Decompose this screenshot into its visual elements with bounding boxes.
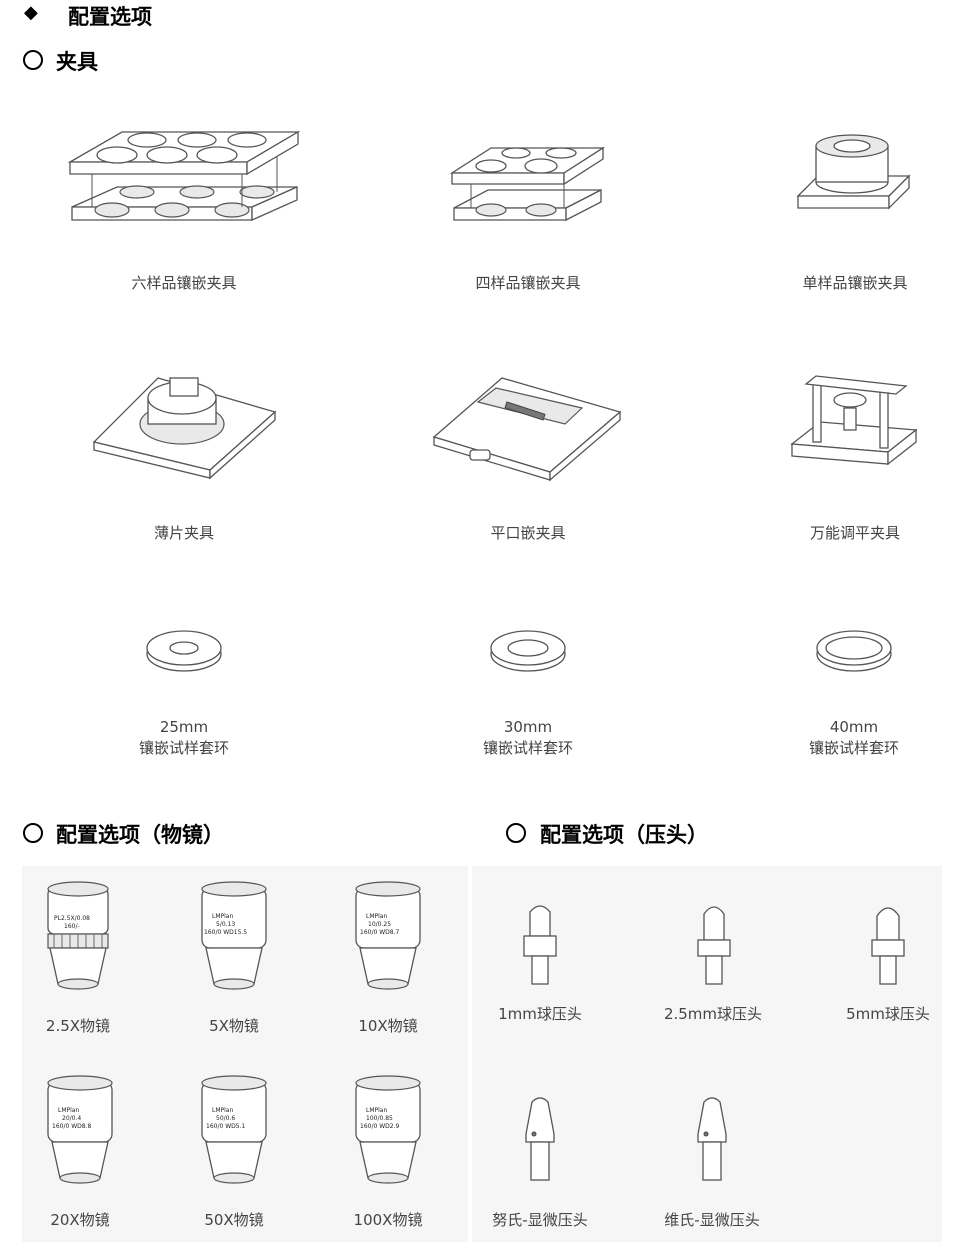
six-sample-fixture-image (67, 130, 301, 222)
objective-100x-image: LMPlan 100/0.85 160/0 WD2.9 (355, 1075, 421, 1184)
objectives-section-title: 配置选项（物镜） (56, 822, 224, 847)
lens-text: 160/0 WD2.9 (360, 1123, 399, 1130)
indenters-section-title: 配置选项（压头） (540, 822, 708, 847)
fixture-label: 薄片夹具 (153, 524, 214, 542)
thin-section-fixture-image (92, 377, 277, 480)
objective-50x-image: LMPlan 50/0.6 160/0 WD5.1 (201, 1075, 267, 1184)
objective-20x-image: LMPlan 20/0.4 160/0 WD8.8 (47, 1075, 113, 1184)
fixture-label: 万能调平夹具 (809, 524, 900, 542)
ring-label: 镶嵌试样套环 (482, 739, 573, 757)
fixture-label: 单样品镶嵌夹具 (802, 274, 908, 292)
lens-text: 5/0.13 (216, 921, 235, 928)
lens-text: PL2.5X/0.08 (54, 915, 90, 922)
indenter-label: 维氏-显微压头 (664, 1211, 760, 1229)
lens-text: 160/0 WD15.5 (204, 929, 247, 936)
lens-text: LMPlan (366, 913, 387, 920)
objective-label: 100X物镜 (353, 1211, 423, 1229)
lens-text: 160/0 WD5.1 (206, 1123, 245, 1130)
lens-text: 160/- (64, 923, 80, 930)
lens-text: 50/0.6 (216, 1115, 235, 1122)
objective-2-5x-image: PL2.5X/0.08 160/- (47, 881, 109, 990)
lens-text: LMPlan (212, 913, 233, 920)
ring-30mm-image (490, 630, 566, 672)
lens-text: 160/0 WD8.8 (52, 1123, 91, 1130)
lens-text: 10/0.25 (368, 921, 391, 928)
single-sample-fixture-image (796, 134, 911, 210)
circle-icon (23, 823, 43, 843)
indenter-label: 2.5mm球压头 (663, 1005, 763, 1023)
indenter-label: 5mm球压头 (846, 1005, 930, 1023)
ring-size: 30mm (503, 718, 553, 736)
objective-label: 20X物镜 (50, 1211, 110, 1229)
ball-indenter-5mm-image (871, 907, 905, 985)
fixture-label: 四样品镶嵌夹具 (475, 274, 581, 292)
flat-vise-fixture-image (432, 377, 622, 482)
objective-5x-image: LMPlan 5/0.13 160/0 WD15.5 (201, 881, 267, 990)
objective-label: 50X物镜 (204, 1211, 264, 1229)
lens-text: LMPlan (58, 1107, 79, 1114)
fixture-label: 平口嵌夹具 (490, 524, 566, 542)
lens-text: LMPlan (212, 1107, 233, 1114)
ring-label: 镶嵌试样套环 (138, 739, 229, 757)
diamond-icon: ◆ (24, 2, 38, 23)
indenter-label: 1mm球压头 (498, 1005, 582, 1023)
lens-text: 100/0.85 (366, 1115, 393, 1122)
objective-label: 2.5X物镜 (45, 1017, 111, 1035)
ring-label: 镶嵌试样套环 (808, 739, 899, 757)
lens-text: 160/0 WD8.7 (360, 929, 399, 936)
knoop-indenter-image (525, 1097, 555, 1181)
objective-label: 10X物镜 (358, 1017, 418, 1035)
objective-label: 5X物镜 (209, 1017, 259, 1035)
fixtures-section-title: 夹具 (56, 49, 98, 74)
objective-10x-image: LMPlan 10/0.25 160/0 WD8.7 (355, 881, 421, 990)
indenter-label: 努氏-显微压头 (492, 1211, 588, 1229)
circle-icon (23, 50, 43, 70)
vickers-indenter-image (697, 1097, 727, 1181)
lens-text: 20/0.4 (62, 1115, 81, 1122)
ring-40mm-image (816, 630, 892, 672)
ball-indenter-2-5mm-image (697, 906, 731, 985)
four-sample-fixture-image (449, 146, 606, 222)
circle-icon (506, 823, 526, 843)
universal-leveling-fixture-image (790, 375, 918, 466)
ring-size: 25mm (159, 718, 209, 736)
ball-indenter-1mm-image (523, 905, 557, 985)
ring-25mm-image (146, 630, 222, 672)
lens-text: LMPlan (366, 1107, 387, 1114)
page-title: 配置选项 (68, 4, 152, 29)
fixture-label: 六样品镶嵌夹具 (131, 274, 237, 292)
ring-size: 40mm (829, 718, 879, 736)
